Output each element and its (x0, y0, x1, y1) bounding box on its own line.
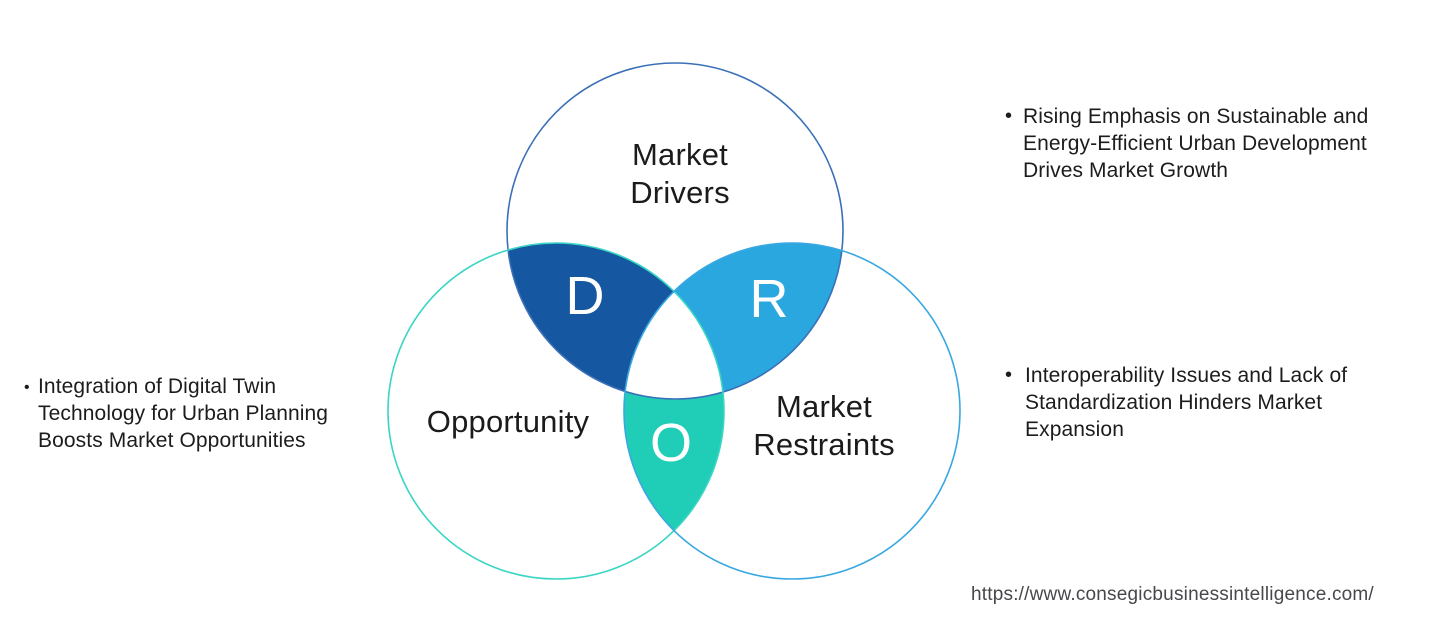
drivers-bullet-text: Rising Emphasis on Sustainable and Energ… (1023, 105, 1369, 182)
market-drivers-label: Market Drivers (630, 137, 730, 210)
drivers-lens-letter: D (565, 266, 605, 326)
source-url: https://www.consegicbusinessintelligence… (971, 584, 1374, 605)
drivers-restraints-overlap (624, 243, 843, 399)
opportunity-label: Opportunity (426, 404, 590, 439)
opportunity-circle-outline (387, 242, 725, 580)
restraints-bullet-text: Interoperability Issues and Lack of Stan… (1025, 364, 1348, 441)
restraints-circle-outline (623, 242, 961, 580)
market-restraints-label: Market Restraints (753, 389, 895, 462)
drivers-opportunity-overlap (507, 243, 724, 399)
opportunity-bullet-text: Integration of Digital Twin Technology f… (38, 375, 329, 452)
drivers-circle-outline (506, 62, 844, 400)
restraints-lens-letter: R (749, 269, 789, 329)
bullet-icon: • (24, 379, 30, 396)
opportunity-lens-letter: O (649, 413, 693, 473)
bullet-icon: • (1005, 105, 1013, 127)
bullet-icon: • (1005, 364, 1013, 386)
